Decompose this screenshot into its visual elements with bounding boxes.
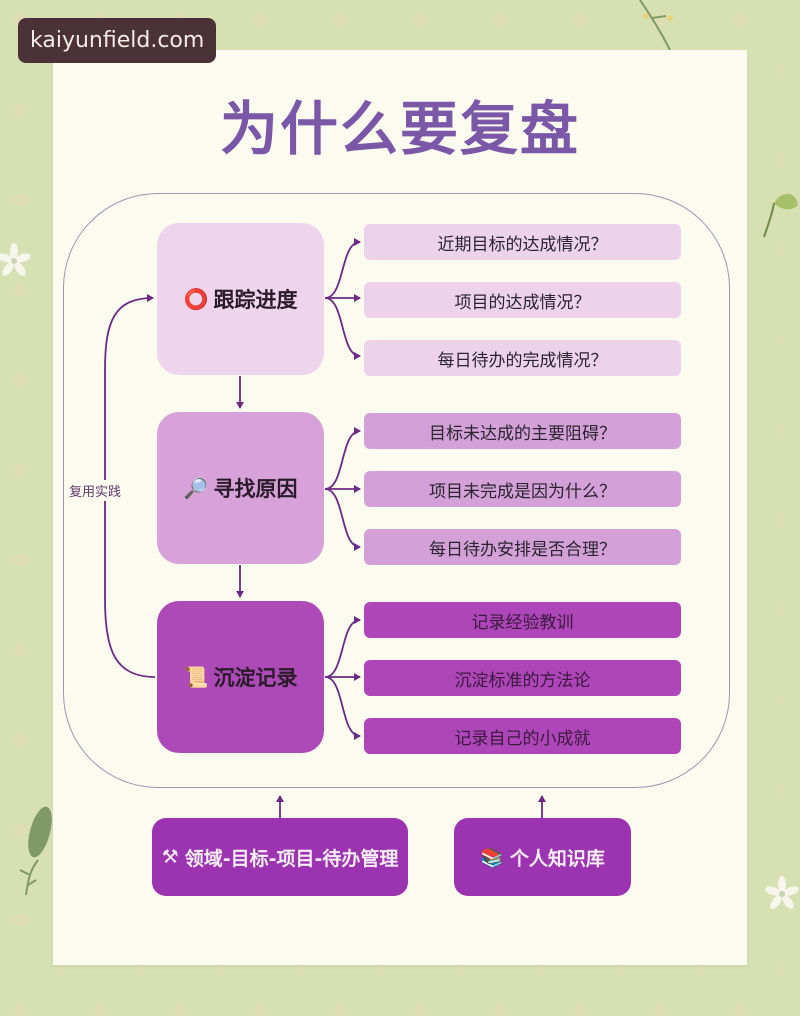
leaf-decoration-icon: [763, 193, 798, 238]
list-item: 记录经验教训: [364, 602, 681, 638]
stage-label: 沉淀记录: [213, 666, 298, 690]
list-item: 每日待办安排是否合理？: [364, 529, 681, 565]
list-item: 每日待办的完成情况？: [364, 340, 681, 376]
tools-icon: ⚒: [161, 846, 179, 868]
watermark: kaiyunfield.com: [18, 18, 217, 63]
stage-find-causes: 🔎 寻找原因: [157, 412, 324, 564]
magnifier-icon: 🔎: [183, 476, 209, 500]
books-icon: 📚: [480, 846, 504, 869]
list-item: 项目未完成是因为什么？: [364, 471, 681, 507]
list-item: 记录自己的小成就: [364, 718, 681, 754]
foundation-label: 领域-目标-项目-待办管理: [184, 847, 399, 870]
flower-decoration-icon: [765, 876, 799, 909]
stage-label: 寻找原因: [213, 477, 298, 501]
list-item: 项目的达成情况？: [364, 282, 681, 318]
review-cycle-frame: [63, 193, 730, 788]
red-circle-icon: ⭕: [183, 287, 209, 311]
page-title: 为什么要复盘: [219, 95, 580, 163]
stage-record: 📜 沉淀记录: [157, 601, 324, 753]
stage-track-progress: ⭕ 跟踪进度: [157, 223, 324, 375]
stage-label: 跟踪进度: [213, 288, 298, 312]
list-item: 沉淀标准的方法论: [364, 660, 681, 696]
foundation-label: 个人知识库: [509, 847, 605, 870]
scroll-icon: 📜: [183, 665, 209, 689]
flower-decoration-icon: [0, 243, 31, 276]
foundation-knowledge-base: 📚 个人知识库: [454, 818, 631, 896]
reuse-practice-label: 复用实践: [68, 480, 123, 501]
leaf-decoration-icon: [19, 806, 52, 896]
foundation-management: ⚒ 领域-目标-项目-待办管理: [152, 818, 408, 896]
list-item: 目标未达成的主要阻碍？: [364, 413, 681, 449]
stem-decoration-icon: [639, 0, 673, 51]
list-item: 近期目标的达成情况？: [364, 224, 681, 260]
